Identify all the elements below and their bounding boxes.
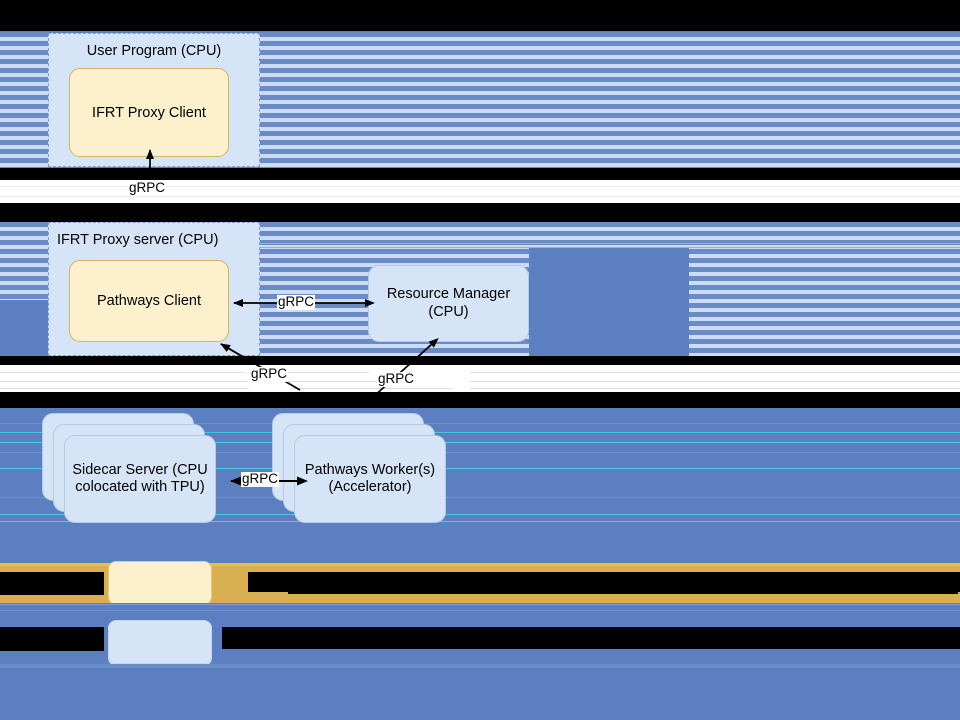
legend-row-yellow <box>108 562 248 606</box>
edge-label-sidecar-to-worker: gRPC <box>243 471 282 487</box>
edge-label-rm-to-workers: gRPC <box>377 372 416 388</box>
arrow-rm-to-workers <box>371 337 439 399</box>
edge-label-client-to-server: gRPC <box>128 181 167 197</box>
legend-swatch-blue <box>108 622 212 666</box>
legend-swatch-yellow <box>108 562 212 606</box>
edge-label-sidecar-to-pathways-client: gRPC <box>250 367 289 383</box>
legend-row-blue <box>108 622 248 666</box>
edge-label-rm-to-pathways-client: gRPC <box>277 294 316 310</box>
